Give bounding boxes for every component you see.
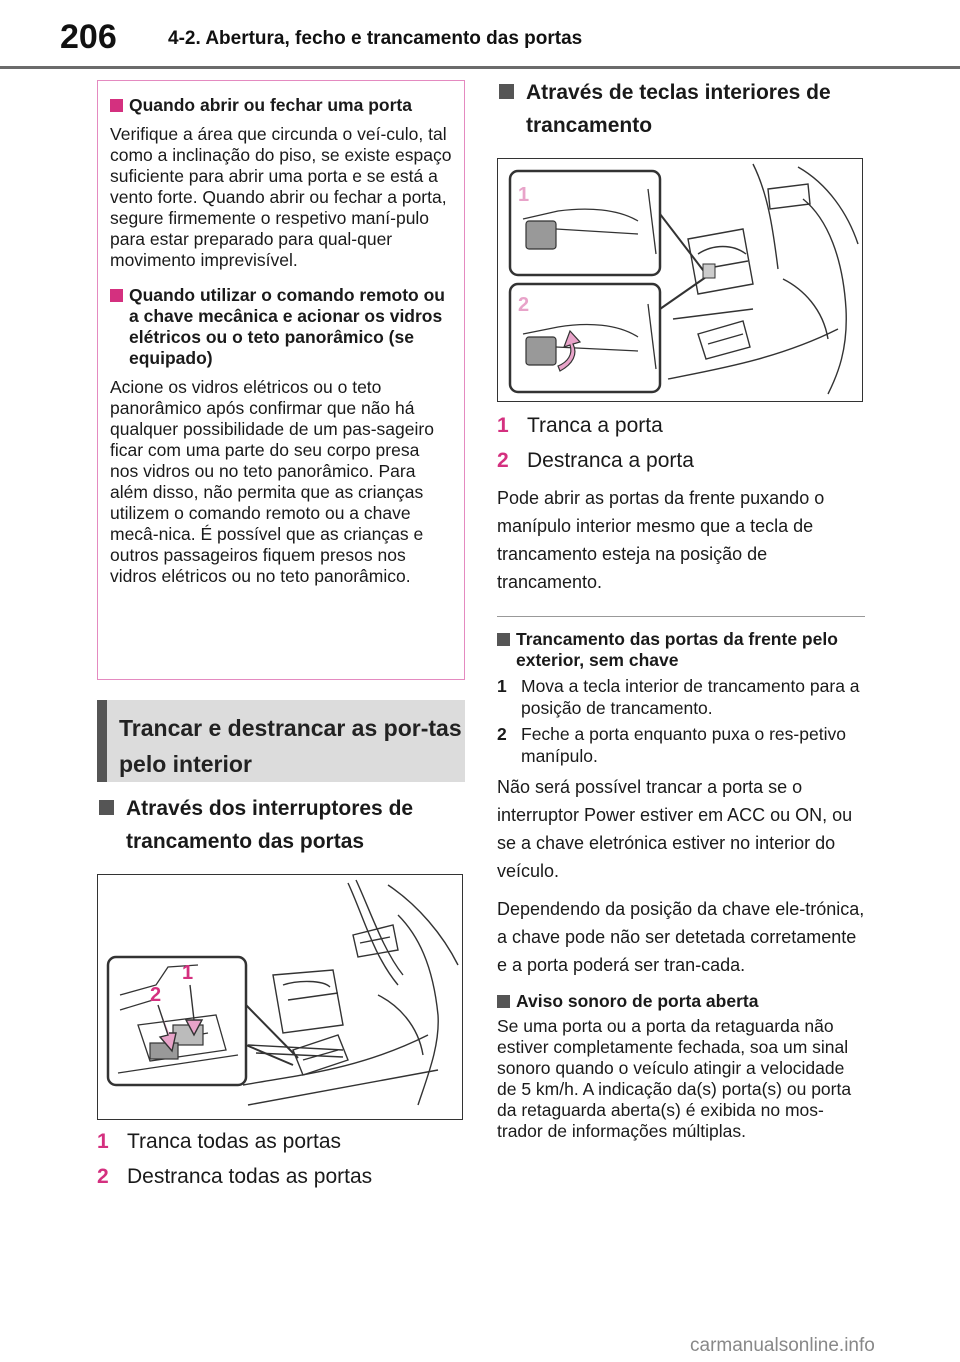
square-bullet-icon xyxy=(497,633,510,646)
note-heading-2: Quando utilizar o comando remoto ou a ch… xyxy=(110,285,452,369)
step-text: Feche a porta enquanto puxa o res-petivo… xyxy=(521,724,846,766)
door-lock-switch-drawing: 1 2 xyxy=(106,879,459,1106)
note-heading-1: Quando abrir ou fechar uma porta xyxy=(110,95,452,116)
note-text-2: Acione os vidros elétricos ou o teto pan… xyxy=(110,377,434,586)
square-bullet-icon xyxy=(110,99,123,112)
step-item: 2 Feche a porta enquanto puxa o res-peti… xyxy=(497,723,865,767)
subsection-heading-text: Aviso sonoro de porta aberta xyxy=(516,991,759,1011)
left-subheading: Através dos interruptores de trancamento… xyxy=(97,792,465,858)
right-subsection: Através de teclas interiores de trancame… xyxy=(497,76,865,142)
list-item: 2 Destranca a porta xyxy=(497,443,865,478)
item-text: Destranca a porta xyxy=(527,449,694,472)
left-subsection: Através dos interruptores de trancamento… xyxy=(97,792,465,858)
list-item: 1 Tranca todas as portas xyxy=(97,1124,465,1159)
subsection-heading: Trancamento das portas da frente pelo ex… xyxy=(497,629,865,671)
step-number: 1 xyxy=(497,676,507,696)
left-numbered-list: 1 Tranca todas as portas 2 Destranca tod… xyxy=(97,1124,465,1194)
item-number: 2 xyxy=(97,1165,109,1188)
page-header: 206 4-2. Abertura, fecho e trancamento d… xyxy=(0,0,960,72)
item-text: Destranca todas as portas xyxy=(127,1165,373,1188)
section-title: Trancar e destrancar as por-tas pelo int… xyxy=(97,700,465,782)
step-number: 2 xyxy=(497,724,507,744)
right-subheading-text: Através de teclas interiores de trancame… xyxy=(526,81,831,137)
square-bullet-icon xyxy=(499,84,514,99)
paragraph: Não será possível trancar a porta se o i… xyxy=(497,777,853,881)
item-text: Tranca a porta xyxy=(527,414,663,437)
note-heading-1-text: Quando abrir ou fechar uma porta xyxy=(129,95,412,115)
page-number: 206 xyxy=(60,18,117,56)
item-number: 1 xyxy=(497,414,509,437)
paragraph: Dependendo da posição da chave ele-tróni… xyxy=(497,899,865,975)
step-text: Mova a tecla interior de trancamento par… xyxy=(521,676,860,718)
subsection-heading: Aviso sonoro de porta aberta xyxy=(497,991,865,1012)
watermark: carmanualsonline.info xyxy=(690,1335,875,1356)
list-item: 2 Destranca todas as portas xyxy=(97,1159,465,1194)
caution-note-box: Quando abrir ou fechar uma porta Verifiq… xyxy=(97,80,465,680)
paragraph: Pode abrir as portas da frente puxando o… xyxy=(497,488,825,592)
interior-lock-drawing: 1 2 xyxy=(508,163,859,395)
step-item: 1 Mova a tecla interior de trancamento p… xyxy=(497,675,865,719)
square-bullet-icon xyxy=(497,995,510,1008)
right-subheading: Através de teclas interiores de trancame… xyxy=(497,76,865,142)
header-rule xyxy=(0,66,960,69)
door-lock-switch-illustration: 1 2 xyxy=(97,874,463,1120)
illus-label-1: 1 xyxy=(182,962,193,984)
note-text-1: Verifique a área que circunda o veí-culo… xyxy=(110,124,452,270)
square-bullet-icon xyxy=(99,800,114,815)
illus-label-1: 1 xyxy=(518,184,529,206)
illus-label-2: 2 xyxy=(150,984,161,1006)
right-content: 1 Tranca a porta 2 Destranca a porta Pod… xyxy=(497,408,865,1142)
note-heading-2-text: Quando utilizar o comando remoto ou a ch… xyxy=(129,285,445,368)
paragraph: Se uma porta ou a porta da retaguarda nã… xyxy=(497,1016,852,1141)
item-number: 1 xyxy=(97,1130,109,1153)
list-item: 1 Tranca a porta xyxy=(497,408,865,443)
left-subheading-text: Através dos interruptores de trancamento… xyxy=(126,797,414,853)
interior-lock-button-illustration: 1 2 xyxy=(497,158,863,402)
illus-label-2: 2 xyxy=(518,294,529,316)
chapter-title: 4-2. Abertura, fecho e trancamento das p… xyxy=(168,28,583,49)
divider xyxy=(497,616,865,617)
item-text: Tranca todas as portas xyxy=(127,1130,341,1153)
square-bullet-icon xyxy=(110,289,123,302)
subsection-heading-text: Trancamento das portas da frente pelo ex… xyxy=(516,629,838,670)
item-number: 2 xyxy=(497,449,509,472)
